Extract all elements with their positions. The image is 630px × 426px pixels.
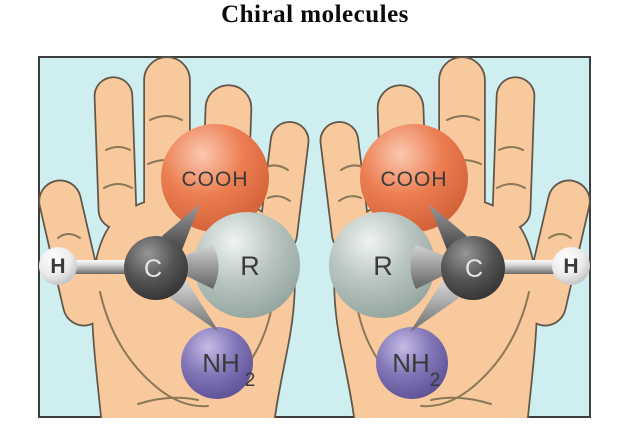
c-label-left: C xyxy=(144,255,162,283)
r-label-right: R xyxy=(373,251,393,281)
cooh-label-left: COOH xyxy=(182,168,249,191)
page-title: Chiral molecules xyxy=(221,1,409,28)
h-label-left: H xyxy=(50,255,65,278)
h-ball-left xyxy=(39,247,77,285)
cooh-label-right: COOH xyxy=(381,168,448,191)
nh2-subscript-left: 2 xyxy=(245,370,256,391)
c-label-right: C xyxy=(465,255,483,283)
cooh-ball-right xyxy=(360,124,468,232)
nh2-ball-left xyxy=(181,327,253,399)
chiral-molecules-figure: COOH R C H NH 2 COOH R C H NH 2 xyxy=(38,56,591,418)
nh2-label-right: NH xyxy=(392,348,430,378)
cooh-ball-left xyxy=(161,124,269,232)
nh2-subscript-right: 2 xyxy=(430,370,441,391)
h-label-right: H xyxy=(563,255,578,278)
nh2-ball-right xyxy=(376,327,448,399)
h-ball-right xyxy=(552,247,590,285)
nh2-label-left: NH xyxy=(202,348,240,378)
r-ball-right xyxy=(329,212,435,318)
c-ball-left xyxy=(124,236,188,300)
r-ball-left xyxy=(194,212,300,318)
c-ball-right xyxy=(441,236,505,300)
r-label-left: R xyxy=(240,251,260,281)
